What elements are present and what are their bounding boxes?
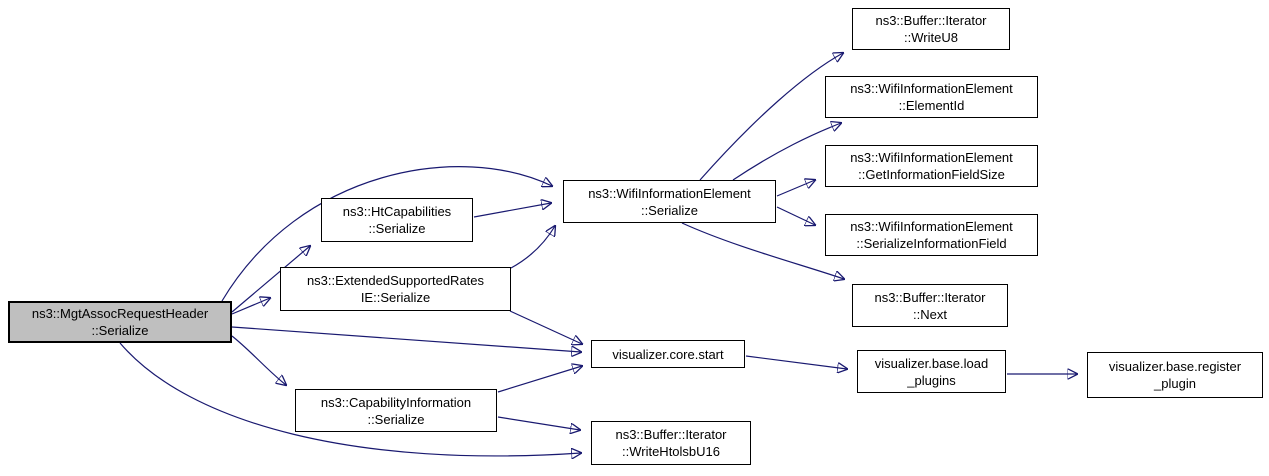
edge-wie-to-gifs — [776, 180, 815, 197]
node-label: ns3::Buffer::Iterator — [615, 427, 727, 442]
edge-mgt-to-ht — [231, 246, 310, 313]
node-visualizer-base-register-plugin[interactable]: visualizer.base.register _plugin — [1087, 352, 1263, 398]
edge-mgt-to-wie — [221, 166, 552, 302]
edge-mgt-to-whtol — [119, 342, 581, 456]
node-label: visualizer.base.load — [874, 355, 989, 371]
edge-esr-to-start — [509, 310, 582, 344]
node-label: IE::Serialize — [360, 290, 431, 305]
node-label: ns3::ExtendedSupportedRates — [306, 273, 485, 288]
edge-cap-to-start — [497, 366, 582, 393]
edge-cap-to-whtol — [497, 416, 580, 430]
node-label: ::Serialize — [368, 221, 426, 236]
node-label: ::Serialize — [640, 202, 699, 218]
node-visualizer-core-start[interactable]: visualizer.core.start — [591, 340, 745, 368]
node-label: ::ElementId — [898, 98, 965, 113]
node-wifiinformationelement-getinformationfieldsize[interactable]: ns3::WifiInformationElement ::GetInforma… — [825, 145, 1038, 187]
node-label: visualizer.core.start — [612, 346, 724, 362]
node-wifiinformationelement-serialize[interactable]: ns3::WifiInformationElement ::Serialize — [563, 180, 776, 223]
node-wifiinformationelement-elementid[interactable]: ns3::WifiInformationElement ::ElementId — [825, 76, 1038, 118]
node-buffer-iterator-next[interactable]: ns3::Buffer::Iterator ::Next — [852, 284, 1008, 327]
node-label: ::SerializeInformationField — [856, 236, 1007, 251]
edge-start-to-load — [745, 355, 847, 369]
node-label: _plugins — [907, 372, 956, 388]
node-htcapabilities-serialize[interactable]: ns3::HtCapabilities ::Serialize — [321, 198, 473, 242]
edge-mgt-to-esr — [231, 298, 270, 315]
node-label: ns3::WifiInformationElement — [850, 219, 1013, 234]
node-mgtassocrequestheader-serialize[interactable]: ns3::MgtAssocRequestHeader ::Serialize — [8, 301, 232, 343]
edge-mgt-to-cap — [231, 335, 286, 385]
edge-wie-to-eid — [732, 123, 841, 181]
node-label: ns3::WifiInformationElement — [850, 150, 1013, 165]
node-visualizer-base-load-plugins[interactable]: visualizer.base.load _plugins — [857, 350, 1006, 393]
node-buffer-iterator-writehtolsbu16[interactable]: ns3::Buffer::Iterator ::WriteHtolsbU16 — [591, 421, 751, 465]
node-capabilityinformation-serialize[interactable]: ns3::CapabilityInformation ::Serialize — [295, 389, 497, 432]
node-label: ns3::MgtAssocRequestHeader — [31, 306, 209, 321]
node-label: ::Next — [913, 306, 947, 322]
node-label: ns3::HtCapabilities — [342, 204, 452, 219]
node-buffer-iterator-writeu8[interactable]: ns3::Buffer::Iterator ::WriteU8 — [852, 8, 1010, 50]
node-label: _plugin — [1154, 376, 1196, 391]
node-label: ::Serialize — [91, 323, 149, 338]
node-label: ns3::Buffer::Iterator — [875, 13, 987, 28]
node-label: ns3::CapabilityInformation — [320, 394, 472, 410]
node-label: ::GetInformationFieldSize — [858, 167, 1005, 182]
edge-wie-to-sif — [776, 206, 815, 225]
node-wifiinformationelement-serializeinformationfield[interactable]: ns3::WifiInformationElement ::SerializeI… — [825, 214, 1038, 256]
edge-ht-to-wie — [473, 203, 551, 218]
node-label: ::Serialize — [367, 411, 425, 427]
node-label: ns3::Buffer::Iterator — [874, 289, 986, 305]
edge-mgt-to-start — [231, 326, 581, 352]
node-label: ns3::WifiInformationElement — [850, 81, 1013, 96]
node-label: ::WriteU8 — [904, 30, 958, 45]
node-label: ns3::WifiInformationElement — [588, 185, 751, 201]
edge-esr-to-wie — [510, 226, 555, 269]
node-extendedsupportedratesie-serialize[interactable]: ns3::ExtendedSupportedRates IE::Serializ… — [280, 267, 511, 311]
edge-wie-to-wu8 — [699, 53, 843, 181]
node-label: visualizer.base.register — [1108, 359, 1242, 374]
edge-wie-to-next — [681, 222, 844, 279]
node-label: ::WriteHtolsbU16 — [621, 444, 720, 459]
